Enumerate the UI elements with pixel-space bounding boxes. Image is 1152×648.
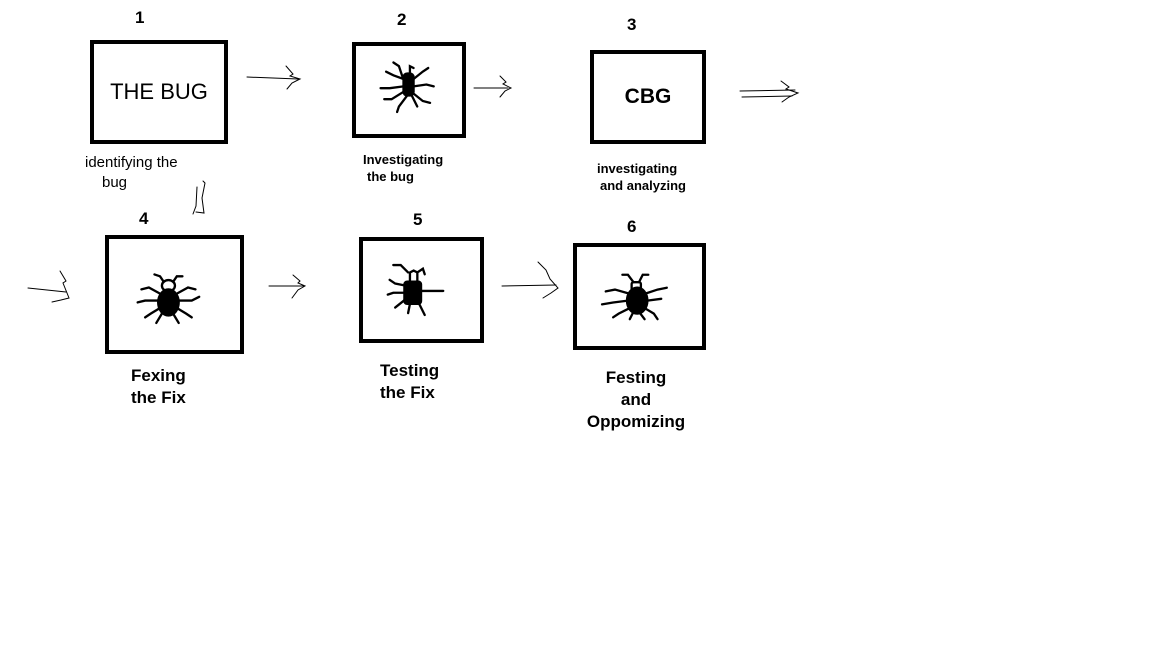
step-5-caption-line-1: Testing xyxy=(380,361,440,380)
arrow-1-to-2 xyxy=(246,65,302,90)
step-2-caption: Investigating the bug xyxy=(363,152,443,186)
step-1-caption-line-2: bug xyxy=(102,173,128,191)
step-6-caption: Festing and Oppomizing xyxy=(583,367,689,433)
step-2-number: 2 xyxy=(397,10,407,29)
arrow-4-to-5 xyxy=(268,274,307,299)
step-3-caption-line-2: and analyzing xyxy=(600,177,686,193)
step-1-caption-line-1: identifying the xyxy=(85,154,178,171)
step-5-caption-line-2: the Fix xyxy=(380,383,435,403)
step-2-caption-line-1: Investigating xyxy=(363,152,444,167)
step-6-box xyxy=(573,243,706,350)
step-1-box: THE BUG xyxy=(90,40,228,144)
step-5-caption: Testing the Fix xyxy=(380,360,439,404)
step-1-box-text: THE BUG xyxy=(110,79,208,104)
arrow-into-4 xyxy=(27,270,70,303)
step-2-box xyxy=(352,42,466,138)
step-3-box-text: CBG xyxy=(624,85,672,108)
arrow-2-to-3 xyxy=(473,75,513,98)
step-3-number: 3 xyxy=(627,15,637,34)
step-2-caption-line-2: the bug xyxy=(367,168,414,184)
step-4-box xyxy=(105,235,244,354)
step-3-caption-line-1: investigating xyxy=(597,161,678,176)
arrow-down-to-4 xyxy=(192,180,206,215)
step-1-number: 1 xyxy=(135,8,145,27)
step-4-caption: Fexing the Fix xyxy=(131,365,186,409)
step-3-caption: investigating and analyzing xyxy=(597,161,686,195)
step-3-box: CBG xyxy=(590,50,706,144)
arrow-3-to-next xyxy=(739,80,800,103)
step-4-number: 4 xyxy=(139,209,149,228)
step-5-box xyxy=(359,237,484,343)
bug-icon xyxy=(136,273,201,325)
step-4-caption-line-1: Fexing xyxy=(131,366,186,385)
step-5-number: 5 xyxy=(413,210,423,229)
step-6-caption-line-3: Oppomizing xyxy=(586,412,686,432)
step-6-caption-line-2: and xyxy=(620,390,652,410)
step-4-caption-line-2: the Fix xyxy=(131,388,186,408)
bug-icon xyxy=(379,61,435,114)
step-6-caption-line-1: Festing xyxy=(605,368,667,387)
bug-icon xyxy=(386,263,445,317)
step-6-number: 6 xyxy=(627,217,637,236)
arrow-5-to-6 xyxy=(501,261,559,299)
step-1-caption: identifying the bug xyxy=(85,153,178,192)
bug-icon xyxy=(600,273,668,321)
